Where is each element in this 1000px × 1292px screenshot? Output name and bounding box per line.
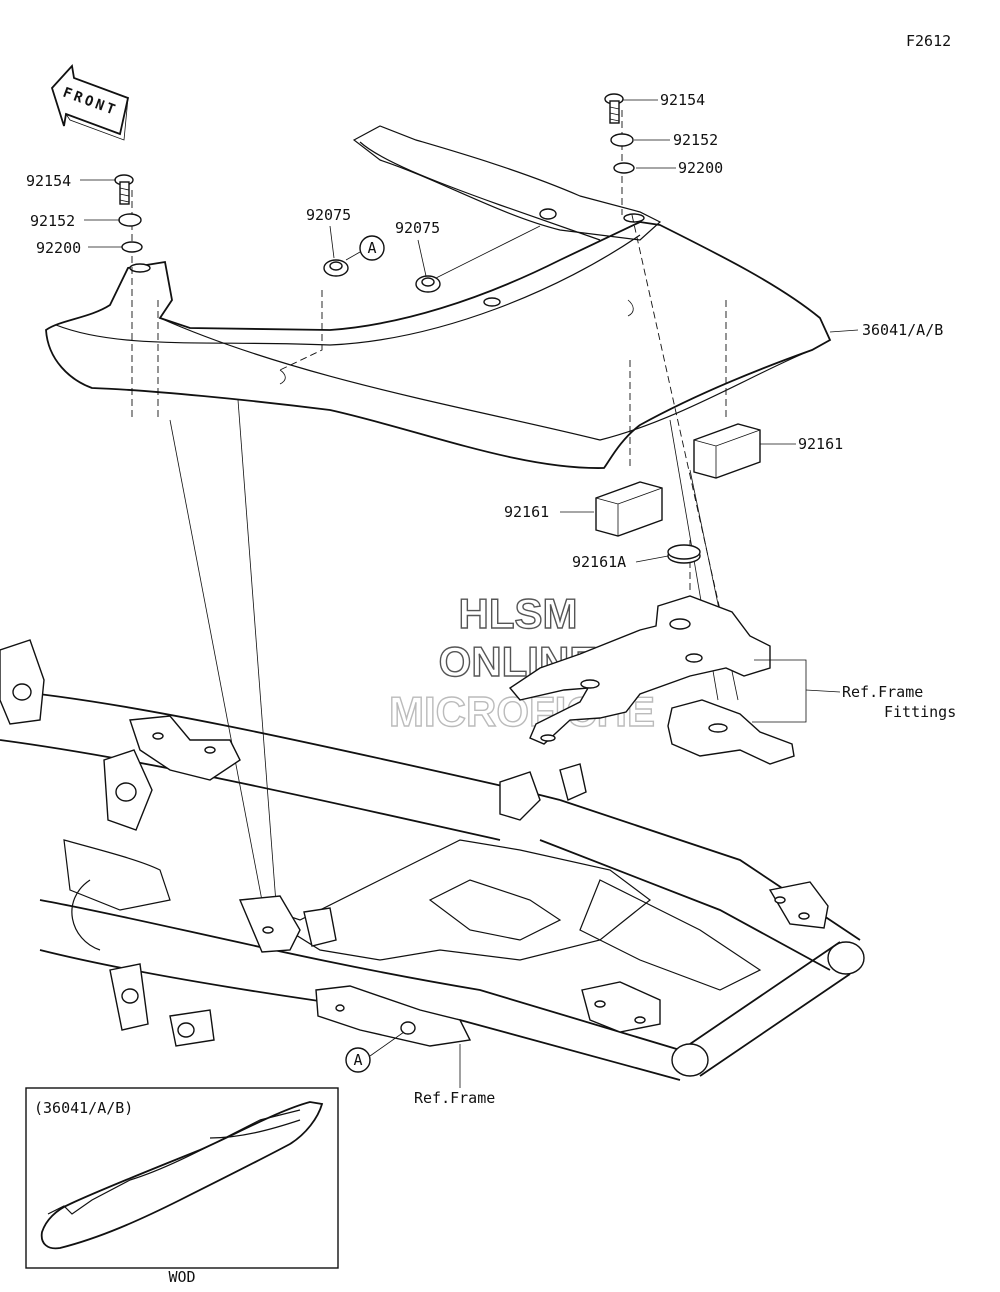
frame-fittings: [508, 595, 807, 765]
seat-cover: [45, 125, 832, 469]
washer-left-icon: [118, 213, 142, 227]
callout-ref-frame-fittings-1: Ref.Frame: [842, 683, 923, 701]
inset-title: (36041/A/B): [34, 1099, 133, 1117]
callout-bolt-right: 92154: [660, 91, 705, 109]
collar-left-icon: [121, 241, 143, 253]
callout-ref-frame: Ref.Frame: [414, 1089, 495, 1107]
front-label: FRONT: [61, 85, 120, 120]
main-frame: [0, 639, 865, 1081]
mark-a-top: A: [345, 235, 385, 261]
grommet-2-icon: [415, 275, 441, 293]
callout-collar-left: 92200: [36, 239, 81, 257]
callout-bolt-left: 92154: [26, 172, 71, 190]
inset-panel: (36041/A/B) WOD: [25, 1087, 339, 1286]
callout-washer-left: 92152: [30, 212, 75, 230]
svg-text:HLSM: HLSM: [459, 590, 578, 637]
callout-pad-left: 92161: [504, 503, 549, 521]
callout-grommet-1: 92075: [306, 206, 351, 224]
callout-cover: 36041/A/B: [862, 321, 943, 339]
collar-right-icon: [613, 162, 635, 174]
pad-round-icon: [667, 544, 701, 564]
callout-pad-round: 92161A: [572, 553, 626, 571]
inset-caption: WOD: [168, 1268, 195, 1286]
grommet-1-icon: [323, 259, 349, 277]
callout-collar-right: 92200: [678, 159, 723, 177]
mark-a-bottom: A: [345, 1031, 405, 1073]
callout-washer-right: 92152: [673, 131, 718, 149]
leader-lines: [80, 99, 859, 1088]
svg-text:A: A: [353, 1051, 362, 1069]
pad-right-icon: [693, 423, 761, 479]
inset-cover-side-view: [40, 1101, 324, 1250]
washer-right-icon: [610, 133, 634, 147]
figure-code: F2612: [906, 32, 951, 50]
bolt-left-icon: [114, 174, 134, 205]
svg-text:A: A: [367, 239, 376, 257]
callout-pad-right: 92161: [798, 435, 843, 453]
callout-ref-frame-fittings-2: Fittings: [884, 703, 956, 721]
callout-grommet-2: 92075: [395, 219, 440, 237]
front-arrow-icon: FRONT: [50, 64, 130, 141]
pad-left-icon: [595, 481, 663, 537]
bolt-right-icon: [604, 93, 624, 124]
assembly-guide-lines: [131, 110, 739, 933]
